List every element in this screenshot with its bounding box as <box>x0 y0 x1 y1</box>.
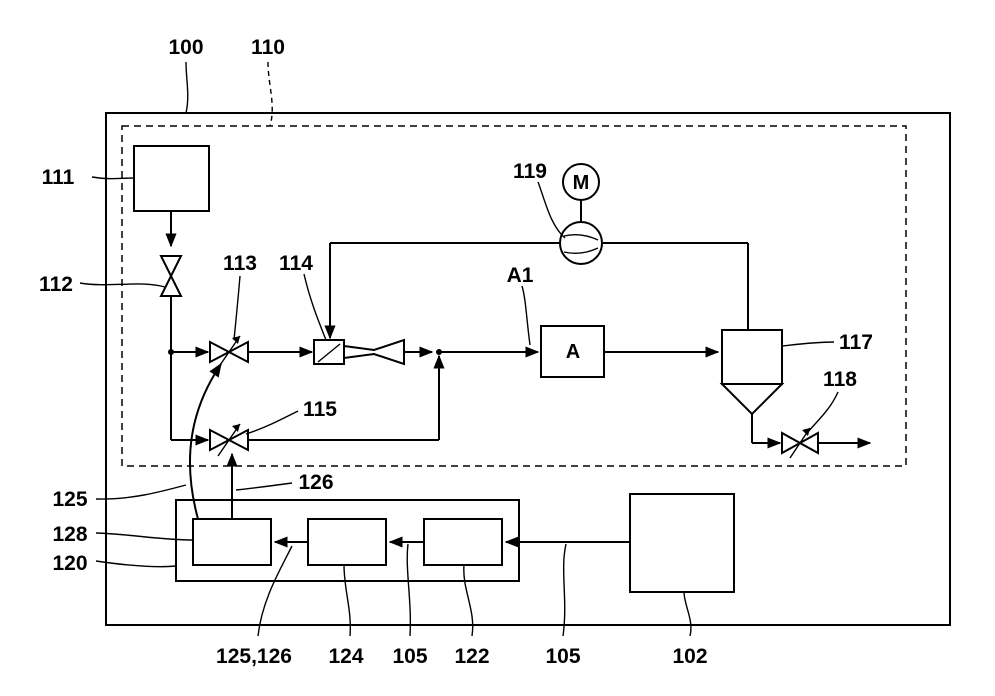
box-A-label: A <box>566 341 580 363</box>
label-117: 117 <box>839 331 873 354</box>
label-122: 122 <box>454 645 489 668</box>
label-105b: 105 <box>545 645 580 668</box>
label-115: 115 <box>303 398 337 421</box>
label-120: 120 <box>52 552 87 575</box>
label-114: 114 <box>279 252 313 275</box>
pump-119 <box>560 222 602 264</box>
label-112: 112 <box>39 273 73 296</box>
label-105a: 105 <box>392 645 427 668</box>
box-128 <box>193 519 271 565</box>
label-125: 125 <box>52 488 87 511</box>
box-102 <box>630 494 734 592</box>
label-110: 110 <box>251 36 285 59</box>
label-125-126: 125,126 <box>216 645 292 668</box>
leader-100 <box>186 62 188 113</box>
label-126: 126 <box>298 471 333 494</box>
label-119: 119 <box>513 160 547 183</box>
label-102: 102 <box>672 645 707 668</box>
box-111 <box>134 146 209 211</box>
box-122 <box>424 519 502 565</box>
box-124 <box>308 519 386 565</box>
label-111: 111 <box>42 166 75 189</box>
motor-label: M <box>573 172 590 194</box>
label-113: 113 <box>223 252 257 275</box>
label-A1: A1 <box>507 264 534 287</box>
label-118: 118 <box>823 368 857 391</box>
label-124: 124 <box>328 645 363 668</box>
label-128: 128 <box>52 523 87 546</box>
label-100: 100 <box>168 36 203 59</box>
